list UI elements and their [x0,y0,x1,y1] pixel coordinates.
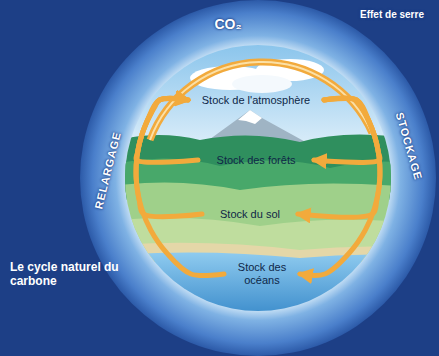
label-text: CO₂ [214,16,241,32]
stock-label: Stock des forêts [205,154,307,167]
stock-band: Stock des océans [227,259,297,288]
label-text: STOCKAGE [394,111,425,182]
storage-arrow [300,98,380,275]
stock-label: Stock du sol [209,208,291,221]
stock-band: Stock de l'atmosphère [191,92,321,109]
stock-label: Stock de l'atmosphère [195,94,317,107]
label-text: RELARGAGE [93,130,124,210]
label-text: Effet de serre [360,9,424,20]
stock-label: Stock des océans [231,261,293,286]
flow-label: CO₂ [214,15,241,33]
flow-label: RELARGAGE [89,129,126,210]
stock-band: Stock du sol [205,206,295,223]
release-arrow [136,98,224,275]
stock-band: Stock des forêts [201,152,311,169]
effect-label: Effet de serre [360,4,424,22]
diagram-title: Le cycle naturel du carbone [10,260,122,289]
release-arrow [136,98,202,216]
flow-label: STOCKAGE [392,110,429,182]
